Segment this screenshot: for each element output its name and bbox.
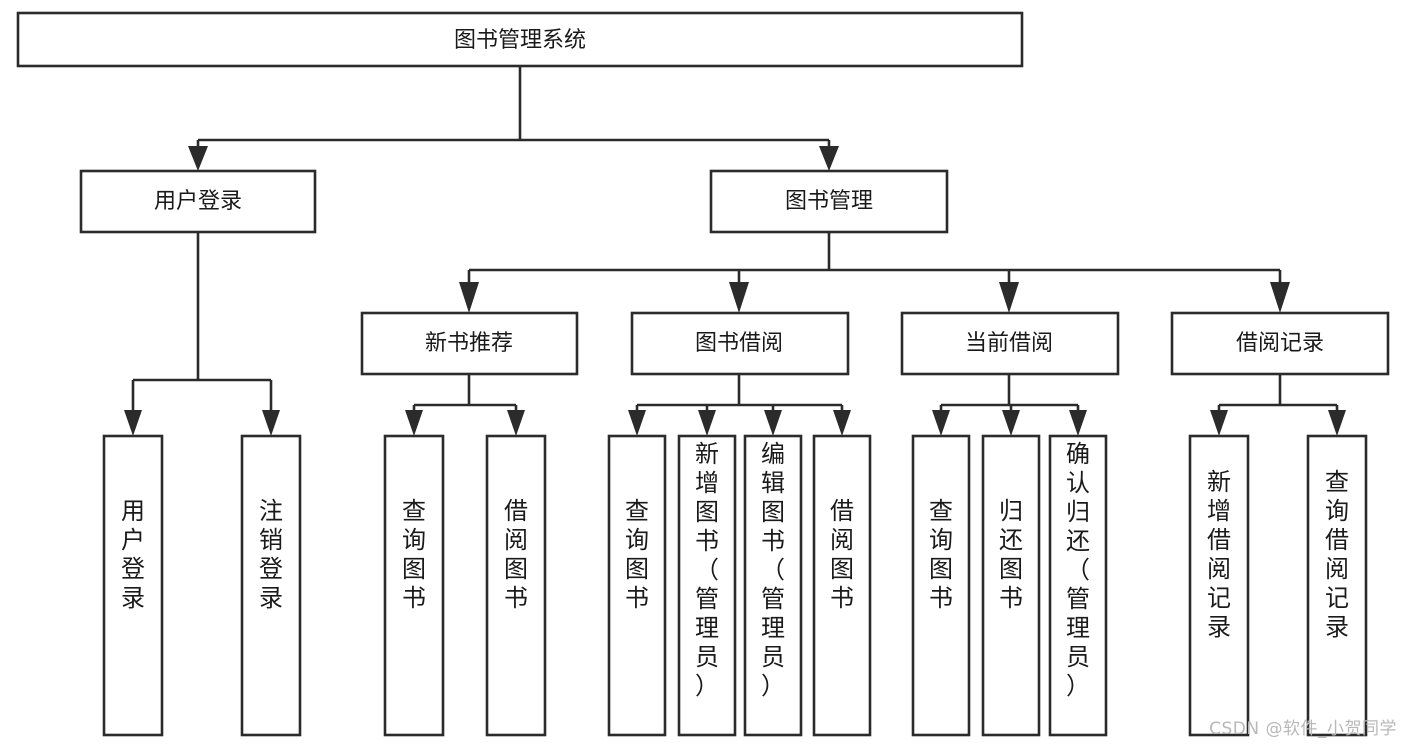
arrow-bb-leaf-4 <box>833 410 851 436</box>
node-current-borrow-label: 当前借阅 <box>965 331 1053 356</box>
leaf-node-confirm-return-admin[interactable]: 确认归还（管理员） <box>1048 434 1108 737</box>
arrow-bb-leaf-1 <box>628 410 646 436</box>
leaf-add-book-admin-box[interactable] <box>677 434 737 737</box>
node-new-book-recommend-label: 新书推荐 <box>425 331 513 356</box>
node-user-login[interactable]: 用户登录 <box>79 169 317 234</box>
leaf-node-edit-book-admin[interactable]: 编辑图书（管理员） <box>743 434 803 737</box>
leaf-query-book-nbr-box[interactable] <box>383 434 445 737</box>
node-borrow-record-label: 借阅记录 <box>1236 331 1324 356</box>
arrow-root-to-book-manage <box>819 146 839 171</box>
node-book-borrow[interactable]: 图书借阅 <box>630 311 850 376</box>
leaf-borrow-book-nbr-label: 借阅图书 <box>504 497 528 612</box>
leaf-node-borrow-book-bb[interactable]: 借阅图书 <box>812 434 872 737</box>
connector-group-book-manage <box>459 232 1290 313</box>
leaf-query-book-cb-box[interactable] <box>911 434 971 737</box>
arrow-to-current-borrow <box>999 282 1019 313</box>
leaf-node-add-borrow-record[interactable]: 新增借阅记录 <box>1188 434 1250 737</box>
node-book-management-box[interactable] <box>709 169 949 234</box>
leaf-node-return-book[interactable]: 归还图书 <box>981 434 1041 737</box>
node-root-label: 图书管理系统 <box>454 28 586 53</box>
leaf-add-book-admin-label: 新增图书（管理员） <box>695 440 719 700</box>
leaf-logout-label: 注销登录 <box>259 497 283 612</box>
arrow-to-leaf-logout <box>262 410 280 436</box>
leaf-query-book-nbr-label: 查询图书 <box>402 497 426 612</box>
arrow-to-new-book-rec <box>459 282 479 313</box>
leaf-node-add-book-admin[interactable]: 新增图书（管理员） <box>677 434 737 737</box>
node-new-book-recommend-box[interactable] <box>360 311 579 376</box>
leaf-node-query-book-nbr[interactable]: 查询图书 <box>383 434 445 737</box>
node-new-book-recommend[interactable]: 新书推荐 <box>360 311 579 376</box>
arrow-root-to-user-login <box>188 146 208 171</box>
leaf-borrow-book-nbr-box[interactable] <box>485 434 547 737</box>
leaf-confirm-return-admin-box[interactable] <box>1048 434 1108 737</box>
arrow-br-leaf-2 <box>1328 410 1346 436</box>
node-borrow-record-box[interactable] <box>1170 311 1390 376</box>
leaf-query-book-bb-label: 查询图书 <box>625 497 649 612</box>
leaf-node-query-borrow-record[interactable]: 查询借阅记录 <box>1306 434 1368 737</box>
leaf-borrow-book-bb-box[interactable] <box>812 434 872 737</box>
connector-group-current-borrow <box>932 374 1087 436</box>
node-current-borrow-box[interactable] <box>900 311 1120 376</box>
node-borrow-record[interactable]: 借阅记录 <box>1170 311 1390 376</box>
node-book-borrow-box[interactable] <box>630 311 850 376</box>
leaf-return-book-box[interactable] <box>981 434 1041 737</box>
leaf-logout-box[interactable] <box>240 434 302 737</box>
node-book-borrow-label: 图书借阅 <box>695 331 783 356</box>
arrow-nbr-leaf-1 <box>405 410 423 436</box>
leaf-edit-book-admin-box[interactable] <box>743 434 803 737</box>
leaf-edit-book-admin-label: 编辑图书（管理员） <box>761 440 785 700</box>
connector-group-book-borrow <box>628 374 851 436</box>
arrow-cb-leaf-2 <box>1002 410 1020 436</box>
arrow-br-leaf-1 <box>1210 410 1228 436</box>
connector-group-user-login <box>124 232 280 436</box>
leaf-add-borrow-record-label: 新增借阅记录 <box>1207 468 1231 641</box>
node-user-login-label: 用户登录 <box>154 189 242 214</box>
node-book-management-label: 图书管理 <box>785 189 873 214</box>
connector-group-borrow-record <box>1210 374 1346 436</box>
arrow-to-book-borrow <box>729 282 749 313</box>
node-user-login-box[interactable] <box>79 169 317 234</box>
node-current-borrow[interactable]: 当前借阅 <box>900 311 1120 376</box>
node-root-book-management-system[interactable]: 图书管理系统 <box>16 11 1024 68</box>
connector-group-new-book-rec <box>405 374 525 436</box>
leaf-query-borrow-record-box[interactable] <box>1306 434 1368 737</box>
leaf-node-borrow-book-nbr[interactable]: 借阅图书 <box>485 434 547 737</box>
leaf-node-query-book-bb[interactable]: 查询图书 <box>607 434 667 737</box>
arrow-cb-leaf-1 <box>932 410 950 436</box>
arrow-bb-leaf-3 <box>764 410 782 436</box>
arrow-to-borrow-record <box>1270 282 1290 313</box>
node-root-box[interactable] <box>16 11 1024 68</box>
node-book-management[interactable]: 图书管理 <box>709 169 949 234</box>
leaf-node-user-login[interactable]: 用户登录 <box>102 434 164 737</box>
leaf-query-book-bb-box[interactable] <box>607 434 667 737</box>
leaf-add-borrow-record-box[interactable] <box>1188 434 1250 737</box>
arrow-bb-leaf-2 <box>698 410 716 436</box>
arrow-nbr-leaf-2 <box>507 410 525 436</box>
arrow-to-leaf-user-login <box>124 410 142 436</box>
leaf-node-query-book-cb[interactable]: 查询图书 <box>911 434 971 737</box>
leaf-confirm-return-admin-label: 确认归还（管理员） <box>1066 440 1090 700</box>
arrow-cb-leaf-3 <box>1069 410 1087 436</box>
leaf-borrow-book-bb-label: 借阅图书 <box>830 497 854 612</box>
leaf-query-borrow-record-label: 查询借阅记录 <box>1325 468 1349 641</box>
leaf-user-login-label: 用户登录 <box>121 497 145 612</box>
leaf-return-book-label: 归还图书 <box>999 497 1023 612</box>
connector-group-root <box>188 66 839 171</box>
leaf-user-login-box[interactable] <box>102 434 164 737</box>
leaf-query-book-cb-label: 查询图书 <box>929 497 953 612</box>
leaf-node-logout[interactable]: 注销登录 <box>240 434 302 737</box>
